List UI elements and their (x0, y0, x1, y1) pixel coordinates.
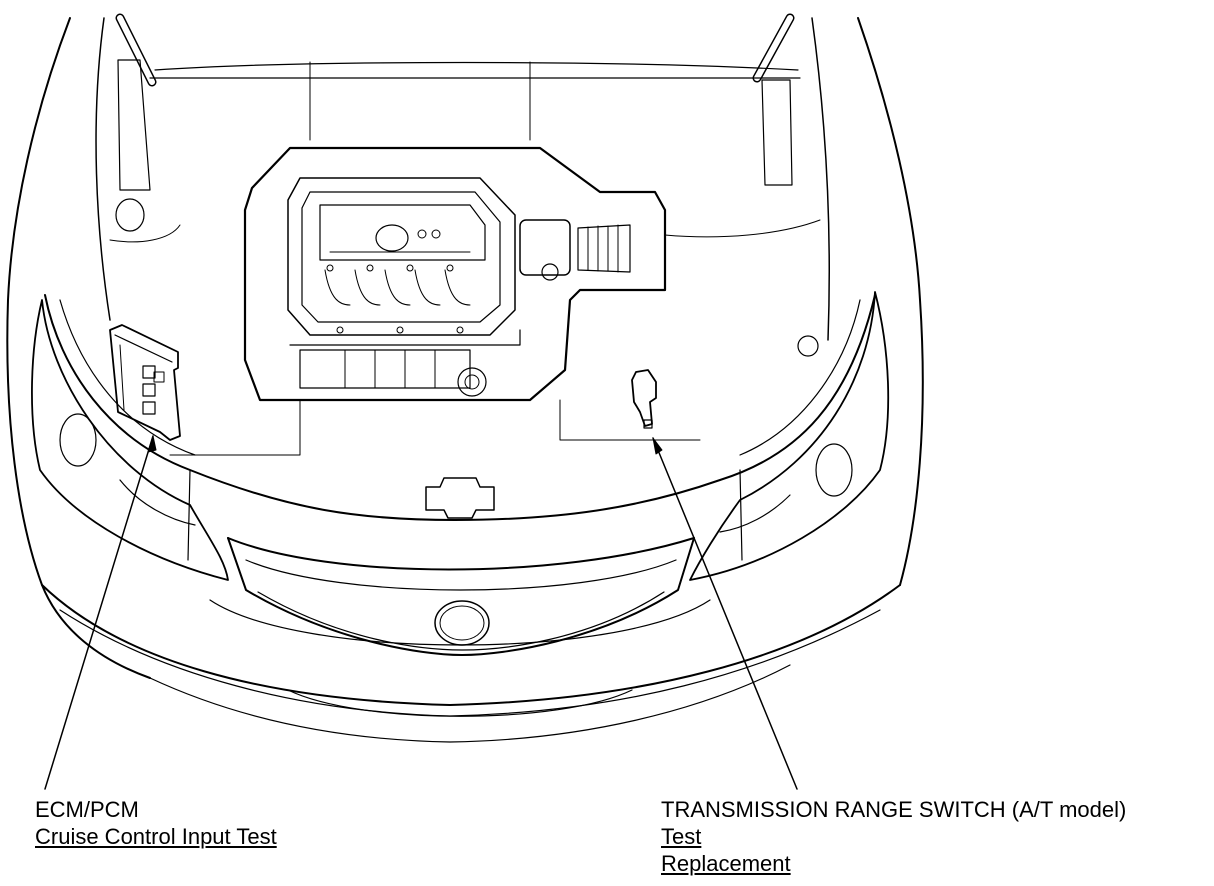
engine-bay (109, 59, 821, 456)
ecm-pcm-callout: ECM/PCM Cruise Control Input Test (35, 796, 277, 850)
headlights (31, 291, 890, 581)
front-fascia (209, 537, 711, 717)
transmission-range-switch-label: TRANSMISSION RANGE SWITCH (A/T model) (661, 797, 1127, 822)
ecm-leader-arrowhead (147, 435, 157, 453)
ecm-pcm-module (109, 324, 181, 441)
hood (44, 294, 876, 561)
test-link[interactable]: Test (661, 824, 702, 849)
leader-lines (44, 435, 798, 790)
transmission-range-switch (631, 369, 657, 429)
ecm-pcm-label: ECM/PCM (35, 797, 139, 822)
ecm-leader-line (44, 435, 154, 790)
engine (243, 146, 667, 402)
cruise-control-input-test-link[interactable]: Cruise Control Input Test (35, 824, 277, 849)
trs-leader-line (652, 437, 798, 790)
hood-struts (115, 13, 795, 87)
replacement-link[interactable]: Replacement (661, 851, 791, 876)
transmission-range-switch-callout: TRANSMISSION RANGE SWITCH (A/T model) Te… (661, 796, 1126, 877)
trs-leader-arrowhead (652, 437, 663, 455)
